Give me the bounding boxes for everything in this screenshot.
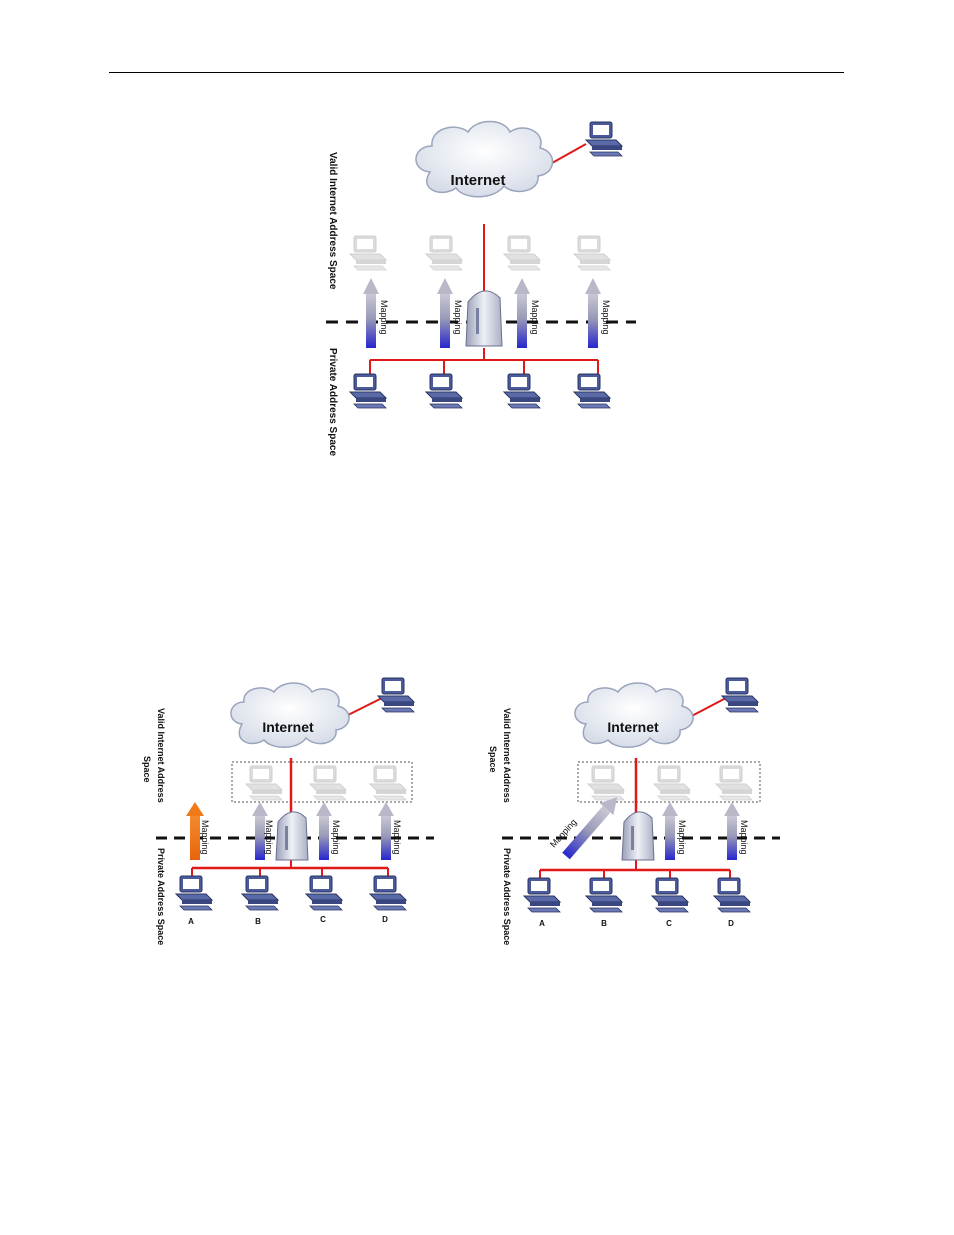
valid-space-label-line2: Space <box>488 746 498 773</box>
public-address-pc-icon <box>716 766 752 800</box>
public-address-pc-icon <box>504 236 540 270</box>
public-address-pc-icon <box>310 766 346 800</box>
mapping-arrow <box>662 802 678 860</box>
router-icon <box>622 812 654 860</box>
private-pc-icon <box>504 374 540 408</box>
host-label: C <box>666 919 672 928</box>
mapping-label: Mapping <box>601 300 611 335</box>
public-address-pc-icon <box>574 236 610 270</box>
mapping-arrow <box>724 802 740 860</box>
mapping-label: Mapping <box>264 820 274 855</box>
mapping-arrow <box>437 278 453 348</box>
host-label: B <box>601 919 607 928</box>
private-pc-icon <box>714 878 750 912</box>
mapping-label: Mapping <box>331 820 341 855</box>
internet-label: Internet <box>450 172 505 189</box>
header-rule <box>109 72 844 73</box>
mapping-arrow <box>585 278 601 348</box>
internet-label: Internet <box>262 719 314 735</box>
internet-label: Internet <box>607 719 659 735</box>
host-label: D <box>728 919 734 928</box>
private-space-label: Private Address Space <box>327 348 338 456</box>
host-label: A <box>188 917 194 926</box>
remote-pc-icon <box>378 678 414 712</box>
private-pc-icon <box>350 374 386 408</box>
mapping-label: Mapping <box>739 820 749 855</box>
router-icon <box>466 291 502 346</box>
nat-diagram-1: Valid Internet Address Space Private Add… <box>318 112 648 467</box>
nat-diagram-2: Valid Internet Address Space Private Add… <box>138 676 438 966</box>
private-pc-icon <box>426 374 462 408</box>
mapping-label: Mapping <box>392 820 402 855</box>
host-label: C <box>320 915 326 924</box>
valid-space-label: Valid Internet Address <box>502 708 512 803</box>
public-address-pc-icon <box>246 766 282 800</box>
mapping-label: Mapping <box>379 300 389 335</box>
mapping-label: Mapping <box>200 820 210 855</box>
valid-space-label: Valid Internet Address Space <box>327 152 338 290</box>
mapping-arrow <box>363 278 379 348</box>
private-pc-icon <box>524 878 560 912</box>
public-address-pc-icon <box>588 766 624 800</box>
public-address-pc-icon <box>654 766 690 800</box>
host-label: B <box>255 917 261 926</box>
private-space-label: Private Address Space <box>156 848 166 945</box>
public-address-pc-icon <box>426 236 462 270</box>
private-pc-icon <box>370 876 406 910</box>
internet-cloud <box>231 683 349 747</box>
router-icon <box>276 812 308 860</box>
mapping-arrow <box>514 278 530 348</box>
mapping-label: Mapping <box>677 820 687 855</box>
mapping-arrow <box>378 802 394 860</box>
host-label: D <box>382 915 388 924</box>
remote-pc-icon <box>722 678 758 712</box>
private-pc-icon <box>652 878 688 912</box>
private-pc-icon <box>586 878 622 912</box>
valid-space-label-line2: Space <box>142 756 152 783</box>
valid-space-label: Valid Internet Address <box>156 708 166 803</box>
private-pc-icon <box>242 876 278 910</box>
remote-pc-icon <box>586 122 622 156</box>
internet-cloud <box>575 683 693 747</box>
nat-diagram-3: Valid Internet Address Space Private Add… <box>482 676 782 966</box>
mapping-label: Mapping <box>453 300 463 335</box>
private-pc-icon <box>176 876 212 910</box>
host-label: A <box>539 919 545 928</box>
private-space-label: Private Address Space <box>502 848 512 945</box>
public-address-pc-icon <box>350 236 386 270</box>
public-address-pc-icon <box>370 766 406 800</box>
private-pc-icon <box>306 876 342 910</box>
mapping-arrow <box>316 802 332 860</box>
private-pc-icon <box>574 374 610 408</box>
mapping-label: Mapping <box>530 300 540 335</box>
